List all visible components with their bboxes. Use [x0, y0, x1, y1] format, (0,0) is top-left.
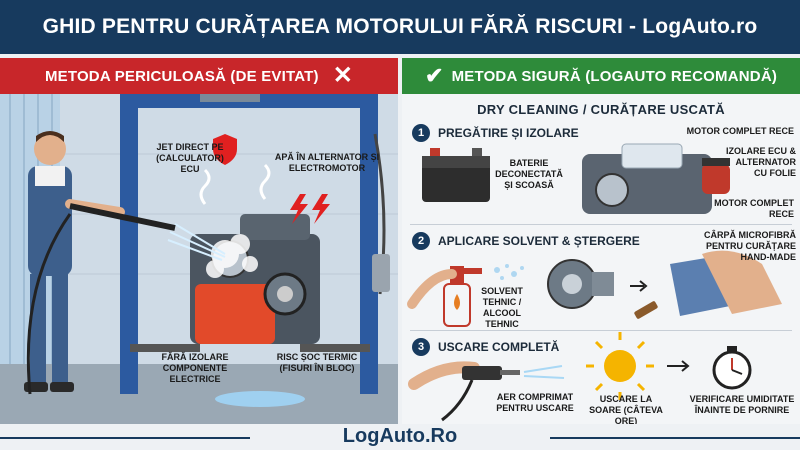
step-number: 2: [412, 232, 430, 250]
stopwatch-icon: [712, 346, 752, 390]
step-number: 3: [412, 338, 430, 356]
label-engine-cold-2: MOTOR COMPLET RECE: [714, 198, 794, 219]
dangerous-method-title: METODA PERICULOASĂ (DE EVITAT): [44, 67, 319, 85]
footer: LogAuto.Ro: [0, 424, 800, 450]
air-gun-icon: [408, 361, 520, 422]
dangerous-method-panel: JET DIRECT PE (CALCULATOR) ECU APĂ ÎN AL…: [0, 94, 398, 424]
label-insulate-ecu: IZOLARE ECU & ALTERNATOR CU FOLIE: [725, 146, 796, 178]
dangerous-method-header: METODA PERICULOASĂ (DE EVITAT) ✕: [0, 58, 398, 94]
battery-icon: [422, 148, 490, 202]
step-title: USCARE COMPLETĂ: [438, 340, 560, 354]
cross-icon: ✕: [332, 62, 354, 89]
dangerous-scene-illustration: [0, 94, 398, 424]
footer-logo[interactable]: LogAuto.Ro: [342, 425, 458, 447]
title-bar: GHID PENTRU CURĂȚAREA MOTORULUI FĂRĂ RIS…: [0, 0, 800, 54]
footer-line-right: [550, 437, 800, 439]
label-solvent: SOLVENT TEHNIC / ALCOOL TEHNIC: [481, 286, 523, 329]
step-1: 1 PREGĂTIRE ȘI IZOLARE: [412, 124, 579, 142]
label-check-humidity: VERIFICARE UMIDITATE ÎNAINTE DE PORNIRE: [689, 394, 795, 415]
check-icon: ✔: [424, 63, 444, 88]
label-no-insulation: FĂRĂ IZOLARE COMPONENTE ELECTRICE: [161, 352, 229, 384]
label-thermal-shock: RISC ȘOC TERMIC (FISURI ÎN BLOC): [276, 352, 358, 373]
safe-scene-illustration: [407, 143, 782, 422]
step-number: 1: [412, 124, 430, 142]
divider: [410, 330, 792, 331]
label-engine-cold-1: MOTOR COMPLET RECE: [686, 126, 794, 136]
step-2: 2 APLICARE SOLVENT & ȘTERGERE: [412, 232, 640, 250]
step-3: 3 USCARE COMPLETĂ: [412, 338, 559, 356]
spray-bottle-icon: [407, 266, 482, 327]
label-direct-jet: JET DIRECT PE (CALCULATOR) ECU: [156, 142, 224, 174]
engine-icon: [582, 143, 730, 214]
safe-method-header: ✔ METODA SIGURĂ (LOGAUTO RECOMANDĂ): [402, 58, 800, 94]
label-sun-drying: USCARE LA SOARE (CÂTEVA ORE): [589, 394, 663, 424]
safe-method-title: METODA SIGURĂ (LOGAUTO RECOMANDĂ): [451, 67, 778, 85]
page-title: GHID PENTRU CURĂȚAREA MOTORULUI FĂRĂ RIS…: [42, 15, 758, 38]
label-microfiber: CÂRPĂ MICROFIBRĂ PENTRU CURĂȚARE HAND-MA…: [704, 230, 796, 262]
footer-line-left: [0, 437, 250, 439]
step-title: APLICARE SOLVENT & ȘTERGERE: [438, 234, 640, 248]
safe-subtitle: DRY CLEANING / CURĂȚARE USCATĂ: [477, 102, 725, 117]
step-title: PREGĂTIRE ȘI IZOLARE: [438, 126, 579, 140]
label-battery: BATERIE DECONECTATĂ ȘI SCOASĂ: [495, 158, 563, 190]
safe-method-panel: DRY CLEANING / CURĂȚARE USCATĂ 1 PREGĂTI…: [402, 94, 800, 424]
alternator-icon: [547, 259, 614, 309]
label-water-alternator: APĂ ÎN ALTERNATOR ȘI ELECTROMOTOR: [274, 152, 380, 173]
sun-icon: [586, 332, 654, 400]
label-compressed-air: AER COMPRIMAT PENTRU USCARE: [496, 392, 574, 413]
microfiber-cloth-icon: [670, 250, 782, 316]
divider: [410, 224, 792, 225]
